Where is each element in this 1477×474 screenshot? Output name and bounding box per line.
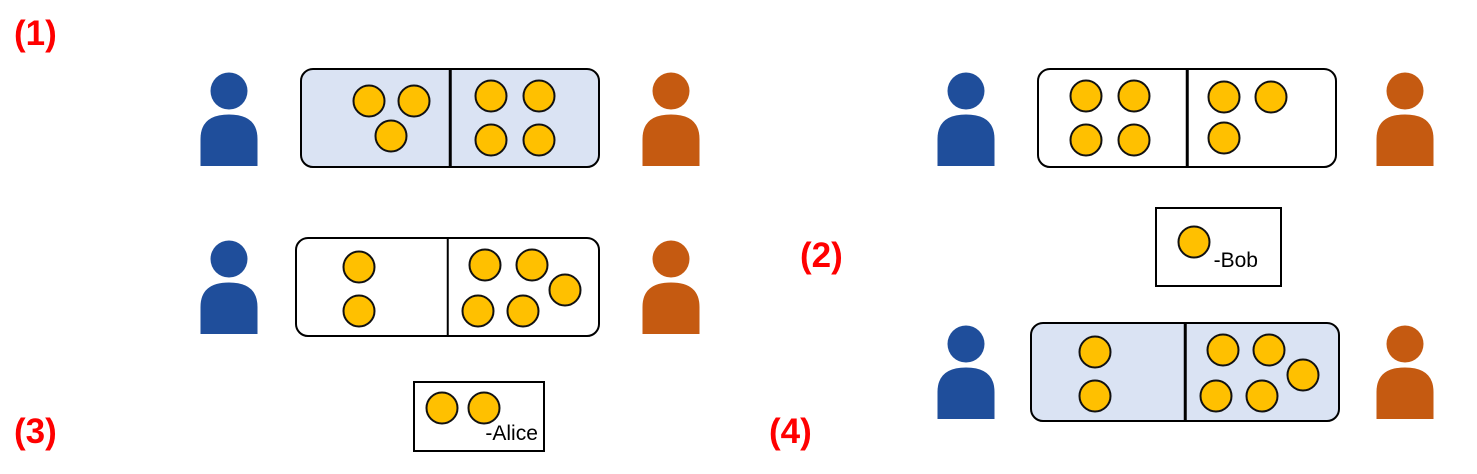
- state-2-left-compartment: [1039, 70, 1187, 166]
- coin: [352, 84, 386, 118]
- bob-take-box: -Bob: [1155, 207, 1282, 287]
- state-2-right-compartment: [1187, 70, 1335, 166]
- coin: [522, 79, 556, 113]
- state-1-right-compartment: [450, 70, 598, 166]
- coin: [1245, 379, 1278, 413]
- coin: [374, 119, 408, 153]
- step-3-label: (3): [14, 412, 57, 451]
- alice-take-box: -Alice: [413, 381, 545, 452]
- coin: [506, 294, 540, 328]
- state-2-coin-box: [1037, 68, 1337, 168]
- coin: [1207, 121, 1241, 155]
- coin: [397, 84, 431, 118]
- state-4-coin-box: [1030, 322, 1340, 422]
- coin: [1206, 333, 1240, 367]
- coin: [522, 123, 556, 157]
- orange-person-icon: [639, 72, 703, 166]
- orange-person-icon: [639, 240, 703, 334]
- coin: [342, 250, 376, 284]
- blue-person-icon: [197, 240, 261, 334]
- coin: [515, 248, 549, 282]
- coin: [425, 391, 459, 425]
- coin: [1207, 80, 1241, 114]
- blue-person-icon: [934, 325, 998, 419]
- orange-person-icon: [1373, 325, 1437, 419]
- coin: [1177, 225, 1211, 259]
- state-1-coin-box: [300, 68, 600, 168]
- orange-person-icon: [1373, 72, 1437, 166]
- coin: [1286, 358, 1320, 392]
- step-4-label: (4): [769, 412, 812, 451]
- coin: [1117, 123, 1151, 157]
- coin: [474, 123, 508, 157]
- coin: [1078, 379, 1112, 413]
- coin: [1199, 379, 1233, 413]
- state-4-left-compartment: [1032, 324, 1185, 420]
- coin: [1252, 333, 1286, 367]
- coin: [1254, 80, 1288, 114]
- coin: [474, 79, 508, 113]
- coin: [1069, 123, 1103, 157]
- box-divider: [448, 70, 452, 166]
- coin: [461, 294, 495, 328]
- state-1-left-compartment: [302, 70, 450, 166]
- coin: [468, 248, 502, 282]
- coin: [1117, 79, 1151, 113]
- coin: [548, 273, 582, 307]
- step-2-label: (2): [800, 236, 843, 275]
- box-divider: [1183, 324, 1187, 420]
- state-3-right-compartment: [448, 239, 599, 335]
- alice-take-label: -Alice: [485, 421, 538, 445]
- coin: [1069, 79, 1103, 113]
- blue-person-icon: [934, 72, 998, 166]
- state-3-left-compartment: [297, 239, 448, 335]
- state-3-coin-box: [295, 237, 600, 337]
- step-1-label: (1): [14, 14, 57, 53]
- coin: [342, 294, 376, 328]
- coin: [1078, 335, 1112, 369]
- box-divider: [1185, 70, 1189, 166]
- state-4-right-compartment: [1185, 324, 1338, 420]
- coin: [467, 391, 501, 425]
- bob-take-label: -Bob: [1213, 249, 1258, 273]
- box-divider: [446, 239, 449, 335]
- blue-person-icon: [197, 72, 261, 166]
